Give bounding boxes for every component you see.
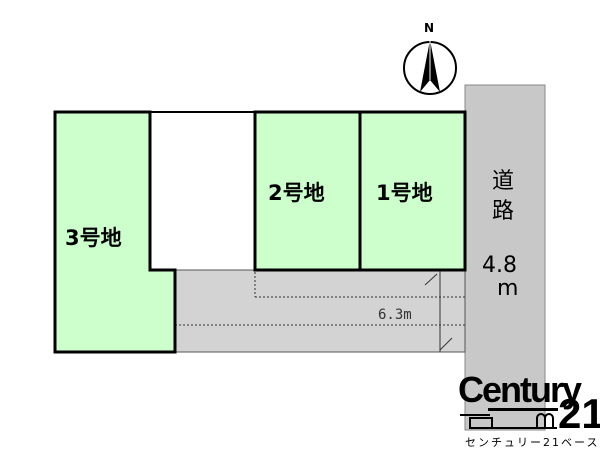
road-label-1: 道 <box>492 169 514 194</box>
svg-text:21: 21 <box>558 390 600 437</box>
svg-text:Century: Century <box>458 369 582 410</box>
road-label-2: 路 <box>492 199 514 224</box>
north-label: N <box>424 21 434 35</box>
road-width-value: 4.8 <box>482 253 517 278</box>
dimension-tick <box>424 273 438 286</box>
branch-name: センチュリー21ベース <box>465 436 599 449</box>
driveway-width-label: 6.3m <box>378 307 412 323</box>
lot-1 <box>358 110 467 272</box>
north-compass-icon <box>403 40 457 95</box>
road <box>464 84 546 431</box>
lot-1-label: 1号地 <box>376 181 433 205</box>
lot-3-label: 3号地 <box>65 226 122 250</box>
lot-2 <box>253 110 362 272</box>
century21-logo: Century 21 <box>458 369 600 437</box>
dimension-tick <box>439 337 453 351</box>
shared-driveway <box>174 269 466 353</box>
road-width-unit: m <box>497 276 518 301</box>
lot-2-label: 2号地 <box>268 181 325 205</box>
